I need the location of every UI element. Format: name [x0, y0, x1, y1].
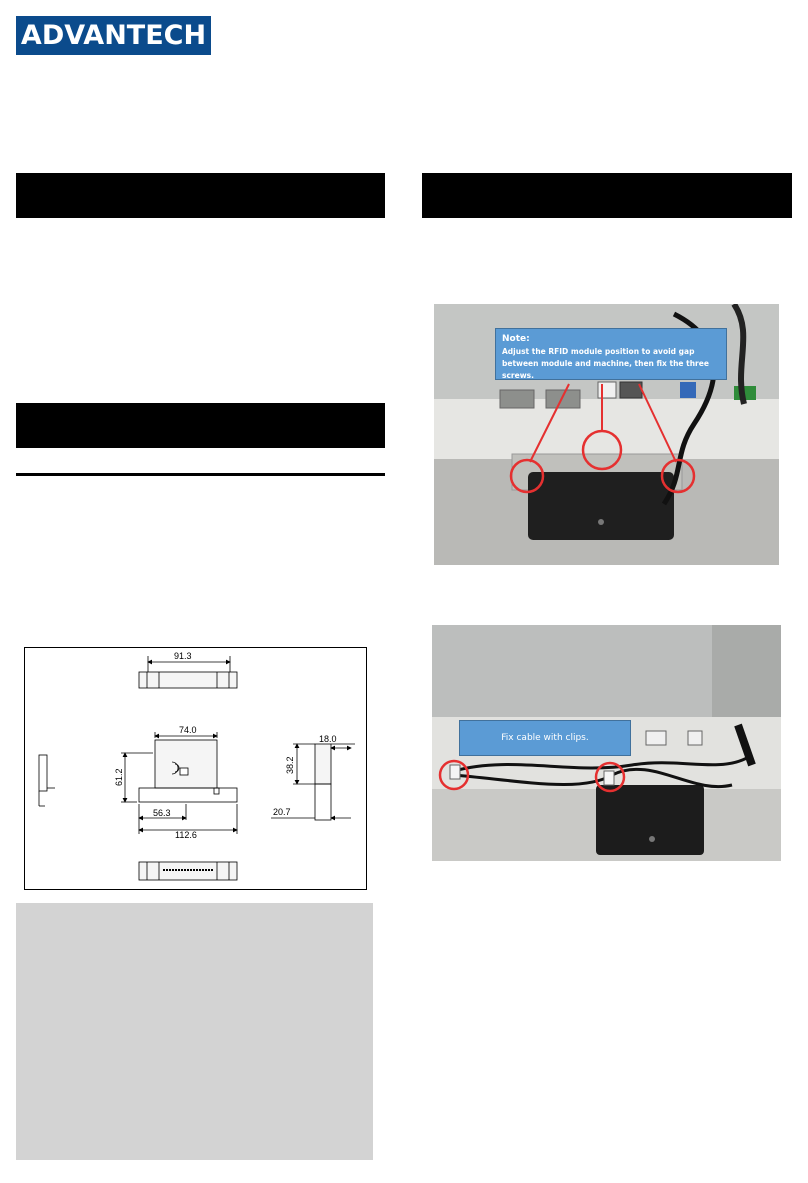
dim-bottom-total: 112.6: [175, 830, 197, 840]
advantech-logo: ADVANTECH: [16, 16, 211, 55]
dim-side-depth: 18.0: [319, 734, 337, 744]
dim-side-height: 38.2: [285, 756, 295, 774]
cable-clip-photo: Fix cable with clips.: [432, 625, 781, 861]
cable-clip-note: Fix cable with clips.: [459, 720, 631, 756]
gray-info-panel: [16, 903, 373, 1160]
section-header-bar-left-2: [16, 403, 385, 448]
dim-height-left: 61.2: [114, 768, 124, 786]
dim-side-bottom: 20.7: [273, 807, 291, 817]
note-title: Note:: [502, 334, 530, 344]
rfid-adjust-note: Note: Adjust the RFID module position to…: [495, 328, 727, 380]
section-header-bar-right-1: [422, 173, 792, 218]
dim-bottom-inner: 56.3: [153, 808, 171, 818]
section-divider-rule: [16, 473, 385, 476]
dimension-drawing-svg: 91.3 74.0 61.2 56.3 112.6 18.0 38.2 20.7: [38, 651, 355, 881]
rfid-install-photo: Note: Adjust the RFID module position to…: [434, 304, 779, 565]
dim-body-width: 74.0: [179, 725, 197, 735]
dim-top-width: 91.3: [174, 651, 192, 661]
dimension-drawing: 91.3 74.0 61.2 56.3 112.6 18.0 38.2 20.7: [24, 647, 367, 890]
logo-text: ADVANTECH: [20, 20, 207, 51]
cable-note-text: Fix cable with clips.: [501, 733, 589, 743]
section-header-bar-left-1: [16, 173, 385, 218]
note-text: Adjust the RFID module position to avoid…: [502, 347, 709, 380]
